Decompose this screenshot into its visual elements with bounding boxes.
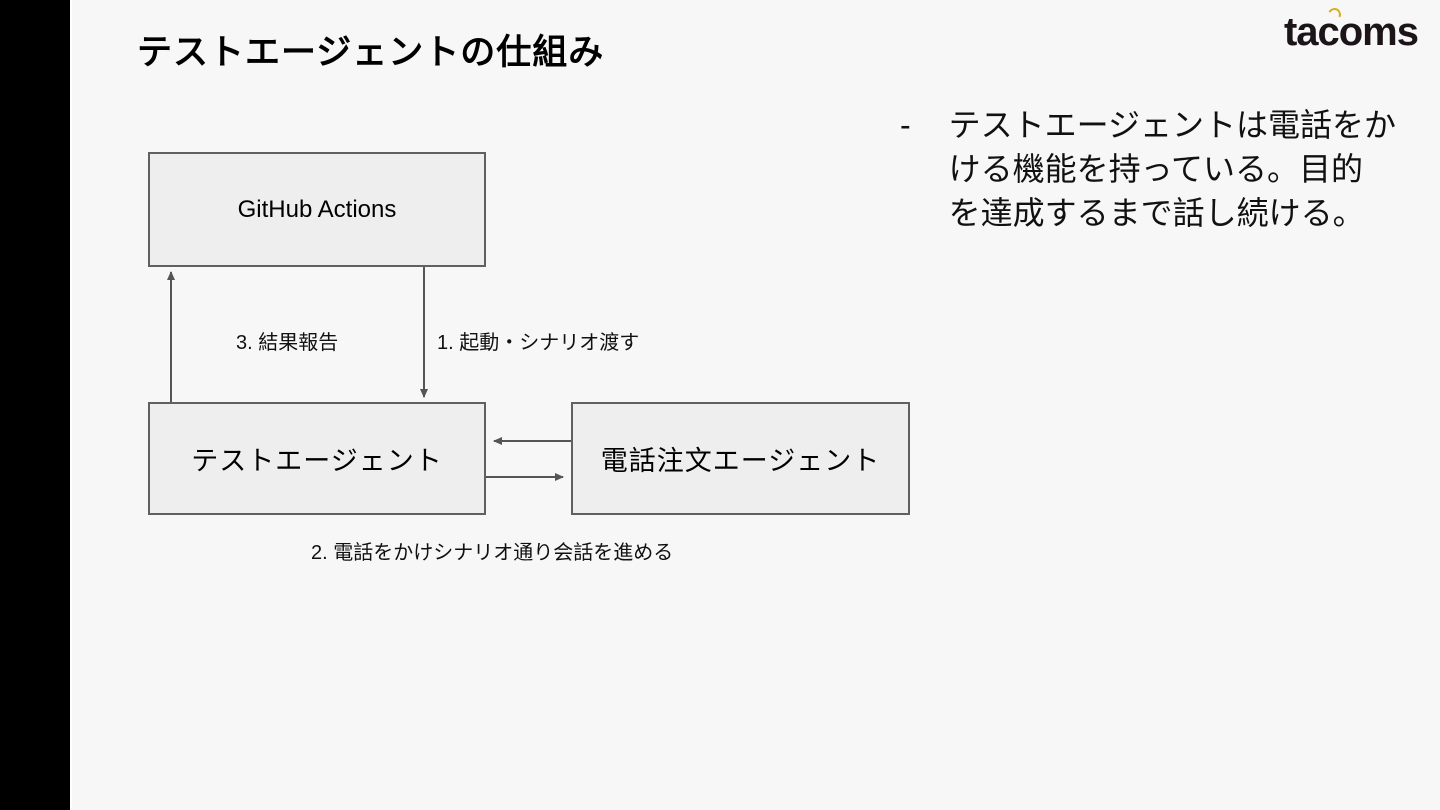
bullet-line: を達成するまで話し続ける。: [948, 195, 1365, 231]
node-label: GitHub Actions: [237, 195, 397, 223]
slide-edge-bar: [0, 0, 72, 810]
node-phone-order-agent: 電話注文エージェント: [571, 402, 910, 515]
bullet-line: ける機能を持っている。目的: [948, 151, 1364, 187]
notes-bullet: - テストエージェントは電話をか ける機能を持っている。目的 を達成するまで話し…: [900, 103, 1396, 235]
node-github-actions: GitHub Actions: [148, 152, 486, 267]
bullet-dash: -: [900, 107, 911, 143]
edge-label-call: 2. 電話をかけシナリオ通り会話を進める: [311, 542, 674, 564]
node-label: テストエージェント: [191, 446, 443, 476]
node-label: 電話注文エージェント: [600, 446, 881, 476]
node-test-agent: テストエージェント: [148, 402, 486, 515]
edge-label-launch: 1. 起動・シナリオ渡す: [437, 332, 640, 354]
tacoms-logo: tacoms: [1284, 6, 1419, 52]
logo-text: tacoms: [1284, 6, 1419, 52]
bullet-line: テストエージェントは電話をか: [948, 107, 1397, 143]
bullet-text: テストエージェントは電話をか ける機能を持っている。目的 を達成するまで話し続け…: [949, 103, 1396, 235]
edge-label-report: 3. 結果報告: [236, 332, 339, 354]
slide-title: テストエージェントの仕組み: [137, 33, 605, 72]
